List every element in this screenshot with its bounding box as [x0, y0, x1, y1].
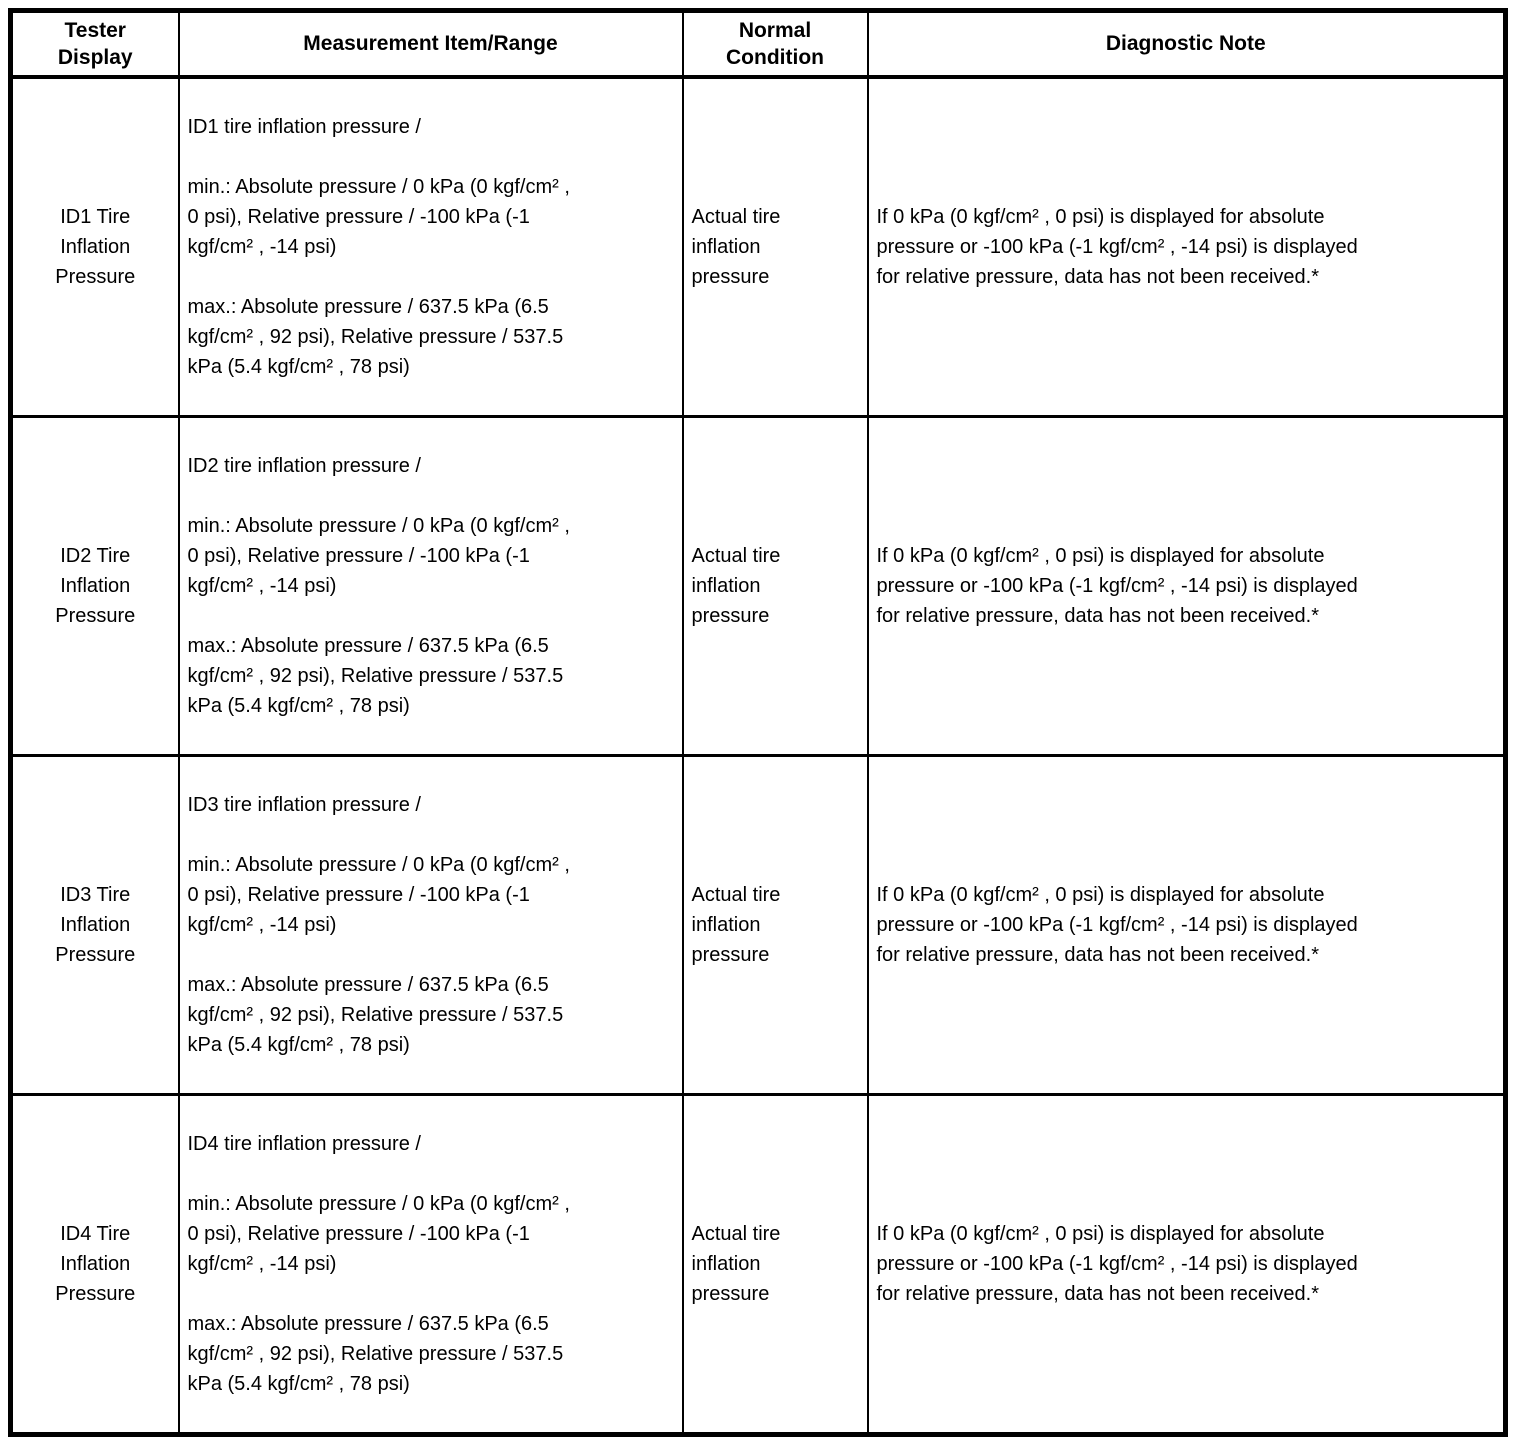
measurement-min: min.: Absolute pressure / 0 kPa (0 kgf/c… — [187, 853, 570, 936]
diagnostic-note-cell: If 0 kPa (0 kgf/cm² , 0 psi) is displaye… — [866, 1092, 1507, 1436]
tester-display-cell: ID3 Tire Inflation Pressure — [9, 753, 180, 1096]
table-row-id1: ID1 Tire Inflation Pressure ID1 tire inf… — [9, 75, 1507, 418]
normal-condition-cell: Actual tire inflation pressure — [681, 414, 869, 757]
measurement-min: min.: Absolute pressure / 0 kPa (0 kgf/c… — [187, 175, 570, 258]
normal-condition-cell: Actual tire inflation pressure — [681, 75, 869, 418]
measurement-title: ID1 tire inflation pressure / — [187, 115, 421, 138]
normal-condition-cell: Actual tire inflation pressure — [681, 753, 869, 1096]
measurement-title: ID4 tire inflation pressure / — [187, 1132, 421, 1155]
tester-display-cell: ID4 Tire Inflation Pressure — [9, 1092, 180, 1436]
measurement-item-range-cell: ID4 tire inflation pressure / min.: Abso… — [177, 1092, 684, 1436]
measurement-item-range-cell: ID2 tire inflation pressure / min.: Abso… — [177, 414, 684, 757]
header-diagnostic-note: Diagnostic Note — [866, 10, 1507, 79]
measurement-max: max.: Absolute pressure / 637.5 kPa (6.5… — [187, 634, 564, 717]
table-row-id2: ID2 Tire Inflation Pressure ID2 tire inf… — [9, 414, 1507, 757]
measurement-min: min.: Absolute pressure / 0 kPa (0 kgf/c… — [187, 514, 570, 597]
diagnostic-note-cell: If 0 kPa (0 kgf/cm² , 0 psi) is displaye… — [866, 75, 1507, 418]
measurement-item-range-cell: ID1 tire inflation pressure / min.: Abso… — [177, 75, 684, 418]
measurement-max: max.: Absolute pressure / 637.5 kPa (6.5… — [187, 1312, 564, 1395]
header-measurement-item-range: Measurement Item/Range — [177, 10, 684, 79]
measurement-min: min.: Absolute pressure / 0 kPa (0 kgf/c… — [187, 1192, 570, 1275]
header-tester-display: Tester Display — [9, 10, 180, 79]
measurement-title: ID2 tire inflation pressure / — [187, 454, 421, 477]
header-normal-condition: Normal Condition — [681, 10, 869, 79]
measurement-title: ID3 tire inflation pressure / — [187, 793, 421, 816]
header-row: Tester Display Measurement Item/Range No… — [9, 10, 1507, 79]
normal-condition-cell: Actual tire inflation pressure — [681, 1092, 869, 1436]
tester-display-cell: ID1 Tire Inflation Pressure — [9, 75, 180, 418]
measurement-item-range-cell: ID3 tire inflation pressure / min.: Abso… — [177, 753, 684, 1096]
measurement-max: max.: Absolute pressure / 637.5 kPa (6.5… — [187, 973, 564, 1056]
measurement-max: max.: Absolute pressure / 637.5 kPa (6.5… — [187, 295, 564, 378]
table-row-id3: ID3 Tire Inflation Pressure ID3 tire inf… — [9, 753, 1507, 1096]
table-row-id4: ID4 Tire Inflation Pressure ID4 tire inf… — [9, 1092, 1507, 1436]
tester-diagnostic-table: Tester Display Measurement Item/Range No… — [8, 8, 1508, 1437]
diagnostic-note-cell: If 0 kPa (0 kgf/cm² , 0 psi) is displaye… — [866, 414, 1507, 757]
tester-display-cell: ID2 Tire Inflation Pressure — [9, 414, 180, 757]
diagnostic-note-cell: If 0 kPa (0 kgf/cm² , 0 psi) is displaye… — [866, 753, 1507, 1096]
